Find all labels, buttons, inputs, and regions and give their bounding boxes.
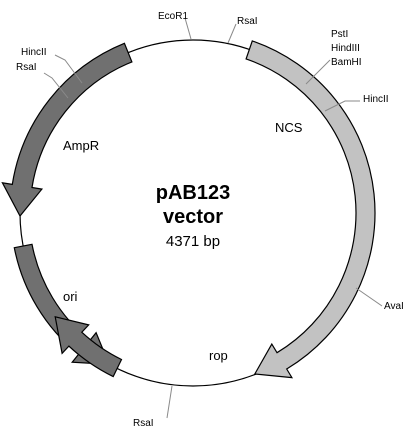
leader-rsai-left <box>43 72 69 99</box>
leader-avai <box>355 287 383 307</box>
site-label-hincii-left: HincII <box>21 47 47 58</box>
site-label-avai: AvaI <box>384 301 404 312</box>
feature-arrow-rop <box>54 315 123 378</box>
plasmid-type: vector <box>163 206 223 228</box>
leader-hincii-right <box>324 100 360 112</box>
feature-label-rop: rop <box>209 348 228 363</box>
feature-arrow-ampr <box>1 42 133 218</box>
feature-label-ampr: AmpR <box>63 138 99 153</box>
site-label-psti: PstI <box>331 29 348 40</box>
site-label-hindiii: HindIII <box>331 43 360 54</box>
leader-rsai-bottom <box>166 385 173 419</box>
leader-rsai-top <box>227 23 237 44</box>
site-label-bamhi: BamHI <box>331 57 362 68</box>
leader-hincii-left <box>54 54 83 84</box>
leader-ecor1 <box>184 17 192 40</box>
site-label-ecor1: EcoR1 <box>158 11 188 22</box>
site-label-hincii-right: HincII <box>363 94 389 105</box>
plasmid-name: pAB123 <box>156 182 230 204</box>
feature-label-ori: ori <box>63 289 78 304</box>
site-label-rsai-top: RsaI <box>237 16 258 27</box>
site-label-rsai-bottom: RsaI <box>133 418 154 429</box>
leader-pst-hind-bam <box>305 59 331 85</box>
feature-label-ncs: NCS <box>275 120 303 135</box>
feature-arrow-ncs <box>245 40 376 379</box>
plasmid-size: 4371 bp <box>166 233 220 250</box>
site-label-rsai-left: RsaI <box>16 62 37 73</box>
